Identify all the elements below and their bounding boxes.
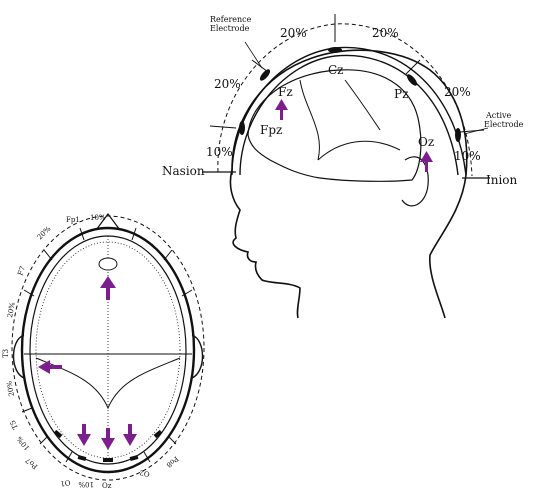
measurement-arc (217, 23, 473, 177)
pct-top-right: 20% (372, 26, 399, 40)
ear-outline (401, 156, 429, 207)
top-label-pct-top: 10% (90, 214, 106, 222)
top-label-po8: Po8 (165, 454, 180, 469)
top-label-fp1: Fp1 (66, 216, 80, 224)
top-tick-5 (39, 435, 49, 445)
top-label-oz: Oz (102, 482, 112, 490)
pct-top-left: 20% (280, 26, 307, 40)
tick-pz (405, 59, 421, 75)
electrode-cz-dot (328, 47, 342, 53)
top-label-o1: O1 (60, 478, 71, 488)
top-tick-2 (43, 249, 53, 261)
brain-sulcus-1 (299, 79, 320, 161)
top-arrow-oz (101, 428, 115, 450)
top-interior-curve (35, 357, 181, 410)
brain-sulcus-3 (344, 79, 381, 131)
electrode-cz-label: Cz (328, 63, 344, 77)
top-tick-6 (65, 451, 73, 463)
top-tick-4 (21, 407, 33, 413)
top-arrow-o2 (123, 424, 137, 446)
pct-left-mid: 20% (214, 77, 241, 91)
top-label-pct-low-left: 20% (5, 380, 16, 397)
pct-right-low: 10% (454, 149, 481, 163)
top-head-diagram: Fp1 10% 20% F7 20% T3 20% T5 10% Po7 O1 … (2, 213, 205, 490)
active-electrode-label: Active (485, 111, 512, 120)
top-measurement-ellipse (11, 215, 205, 481)
arrow-oz (420, 151, 433, 172)
top-skull-inner (35, 241, 181, 459)
top-arrow-o1 (77, 424, 91, 446)
electrode-oz-dot (455, 128, 461, 142)
electrode-oz-label: Oz (418, 135, 434, 149)
top-electrode-po7 (53, 429, 63, 439)
electrode-fpz-dot (239, 121, 245, 135)
reference-pointer (244, 41, 263, 69)
top-label-pct-upper-left: 20% (36, 225, 53, 242)
top-label-pct-bottom-mid: 10% (78, 480, 94, 488)
top-label-o2: O2 (139, 468, 150, 478)
reference-electrode-label: Reference (210, 15, 252, 24)
tick-fpz (209, 125, 237, 129)
top-tick-9 (131, 227, 137, 241)
electrode-fpz-label: Fpz (260, 123, 282, 137)
top-label-pct-mid-left: 20% (6, 301, 17, 318)
electrode-pz-dot (406, 74, 418, 86)
top-skull-outer (20, 226, 196, 474)
brain-sulcus-2 (317, 140, 401, 161)
head-profile-outline (229, 49, 468, 319)
top-label-f7: F7 (16, 265, 27, 276)
top-electrode-oz (103, 458, 113, 462)
top-electrode-o1 (77, 455, 87, 461)
electrode-fz-label: Fz (278, 85, 293, 99)
pct-right-mid: 20% (444, 85, 471, 99)
top-electrode-po8 (153, 429, 163, 439)
brain-outline (247, 69, 422, 182)
inion-label: Inion (486, 173, 518, 187)
top-ear-left (12, 334, 25, 379)
side-head-diagram: Reference Electrode Active Electrode 20%… (162, 14, 524, 319)
top-tick-1 (79, 227, 85, 241)
active-electrode-label-2: Electrode (484, 120, 524, 129)
pct-left-low: 10% (206, 145, 233, 159)
top-tick-8 (167, 435, 177, 445)
top-tick-10 (163, 249, 173, 261)
tick-fz (251, 59, 269, 73)
top-nose (95, 213, 121, 231)
top-electrode-fpz (98, 257, 118, 271)
electrode-pz-label: Pz (394, 87, 408, 101)
top-label-pct-bottom-left: 10% (15, 435, 31, 452)
top-tick-7 (143, 451, 151, 463)
top-label-po7: Po7 (24, 456, 39, 471)
top-arrow-fpz (100, 276, 116, 300)
reference-electrode-label-2: Electrode (210, 24, 250, 33)
active-pointer (463, 127, 489, 135)
top-electrode-o2 (129, 455, 139, 461)
top-ear-right (191, 334, 204, 379)
scalp-arc-inner (239, 54, 459, 176)
top-label-t3: T3 (2, 349, 10, 358)
nasion-label: Nasion (162, 164, 205, 178)
top-arrow-t3 (38, 360, 62, 374)
top-tick-3 (23, 289, 35, 297)
top-label-t5: T5 (9, 419, 20, 431)
top-tick-11 (181, 289, 193, 297)
arrow-fz (275, 99, 288, 120)
scalp-arc-outer (231, 46, 467, 176)
